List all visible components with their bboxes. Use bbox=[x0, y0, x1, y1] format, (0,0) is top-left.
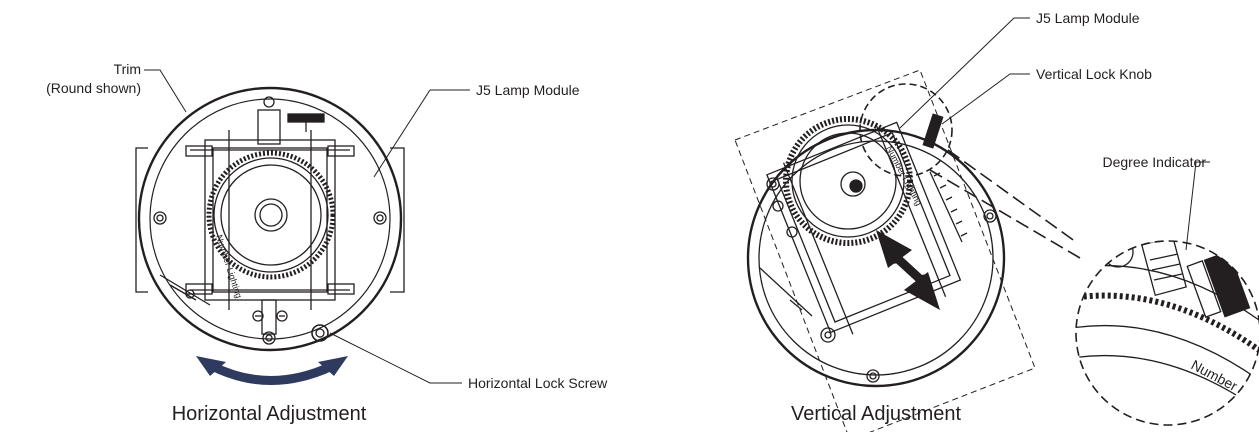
horizontal-lock-screw bbox=[311, 324, 329, 342]
vertical-tilt-arrow bbox=[876, 230, 940, 310]
vertical-lock-knob-label: Vertical Lock Knob bbox=[1036, 66, 1152, 82]
horizontal-adjustment-figure bbox=[135, 86, 405, 352]
degree-scale bbox=[929, 171, 968, 243]
trim-ring-inner bbox=[149, 98, 391, 340]
right-trim-ring-outer bbox=[746, 128, 1006, 388]
lower-screws bbox=[252, 310, 288, 322]
zoom-circle bbox=[859, 83, 953, 177]
housing-side-plates bbox=[135, 147, 405, 293]
horizontal-rotation-arrow bbox=[196, 356, 348, 385]
lens bbox=[254, 198, 288, 232]
tilted-housing-outline bbox=[734, 69, 1036, 432]
horizontal-adjustment-caption: Horizontal Adjustment bbox=[172, 403, 367, 425]
detail-view: Number bbox=[1075, 240, 1259, 426]
trim-note-label: (Round shown) bbox=[46, 80, 141, 96]
right-lamp-module-label: J5 Lamp Module bbox=[1036, 10, 1140, 26]
horizontal-lock-screw-label: Horizontal Lock Screw bbox=[468, 375, 608, 391]
trim-label: Trim bbox=[114, 61, 141, 77]
gear-ring bbox=[206, 150, 336, 280]
left-lamp-module-label: J5 Lamp Module bbox=[476, 82, 580, 98]
zoom-connector-lines bbox=[929, 149, 1081, 259]
right-leader-lines bbox=[899, 17, 1210, 251]
right-lower-detail bbox=[759, 200, 836, 343]
vertical-adjustment-caption: Vertical Adjustment bbox=[791, 403, 962, 425]
mounting-ears bbox=[153, 96, 387, 345]
lower-bracket-detail bbox=[159, 274, 211, 306]
vertical-lock-knob bbox=[922, 113, 944, 149]
right-gear-ring bbox=[783, 116, 913, 246]
lamp-frame bbox=[185, 109, 355, 335]
degree-indicator-label: Degree Indicator bbox=[1102, 154, 1206, 170]
trim-ring-outer bbox=[137, 86, 403, 352]
top-knob bbox=[287, 113, 325, 132]
right-mounting-ears bbox=[766, 177, 997, 383]
vertical-adjustment-figure bbox=[734, 69, 1036, 432]
left-leader-lines bbox=[144, 69, 470, 384]
